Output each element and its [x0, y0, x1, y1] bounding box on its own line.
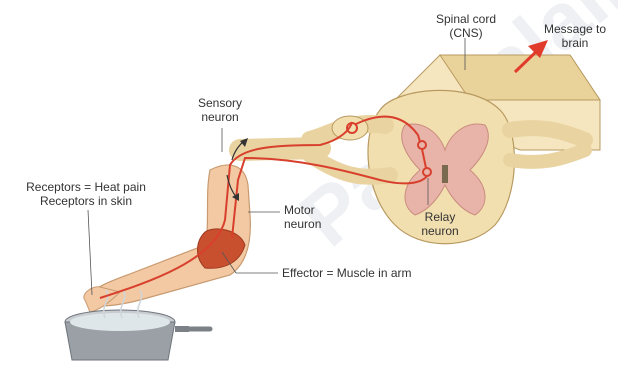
label-effector-text: Effector = Muscle in arm [282, 266, 412, 280]
label-spinal-cord-line1: Spinal cord [416, 12, 516, 26]
label-relay-line2: neuron [400, 224, 480, 238]
label-sensory-line2: neuron [180, 110, 260, 124]
label-receptors-line1: Receptors = Heat pain [6, 180, 166, 194]
label-motor-neuron: Motor neuron [284, 203, 321, 231]
label-spinal-cord-line2: (CNS) [416, 26, 516, 40]
label-relay-line1: Relay [400, 210, 480, 224]
label-motor-line1: Motor [284, 203, 321, 217]
label-message-to-brain: Message to brain [532, 22, 618, 50]
label-sensory-neuron: Sensory neuron [180, 96, 260, 124]
label-receptors: Receptors = Heat pain Receptors in skin [6, 180, 166, 208]
label-motor-line2: neuron [284, 217, 321, 231]
label-effector: Effector = Muscle in arm [282, 266, 412, 280]
label-receptors-line2: Receptors in skin [6, 194, 166, 208]
label-spinal-cord: Spinal cord (CNS) [416, 12, 516, 40]
label-relay-neuron: Relay neuron [400, 210, 480, 238]
label-message-line1: Message to [532, 22, 618, 36]
label-message-line2: brain [532, 36, 618, 50]
right-ventral-root [510, 150, 585, 162]
label-sensory-line1: Sensory [180, 96, 260, 110]
